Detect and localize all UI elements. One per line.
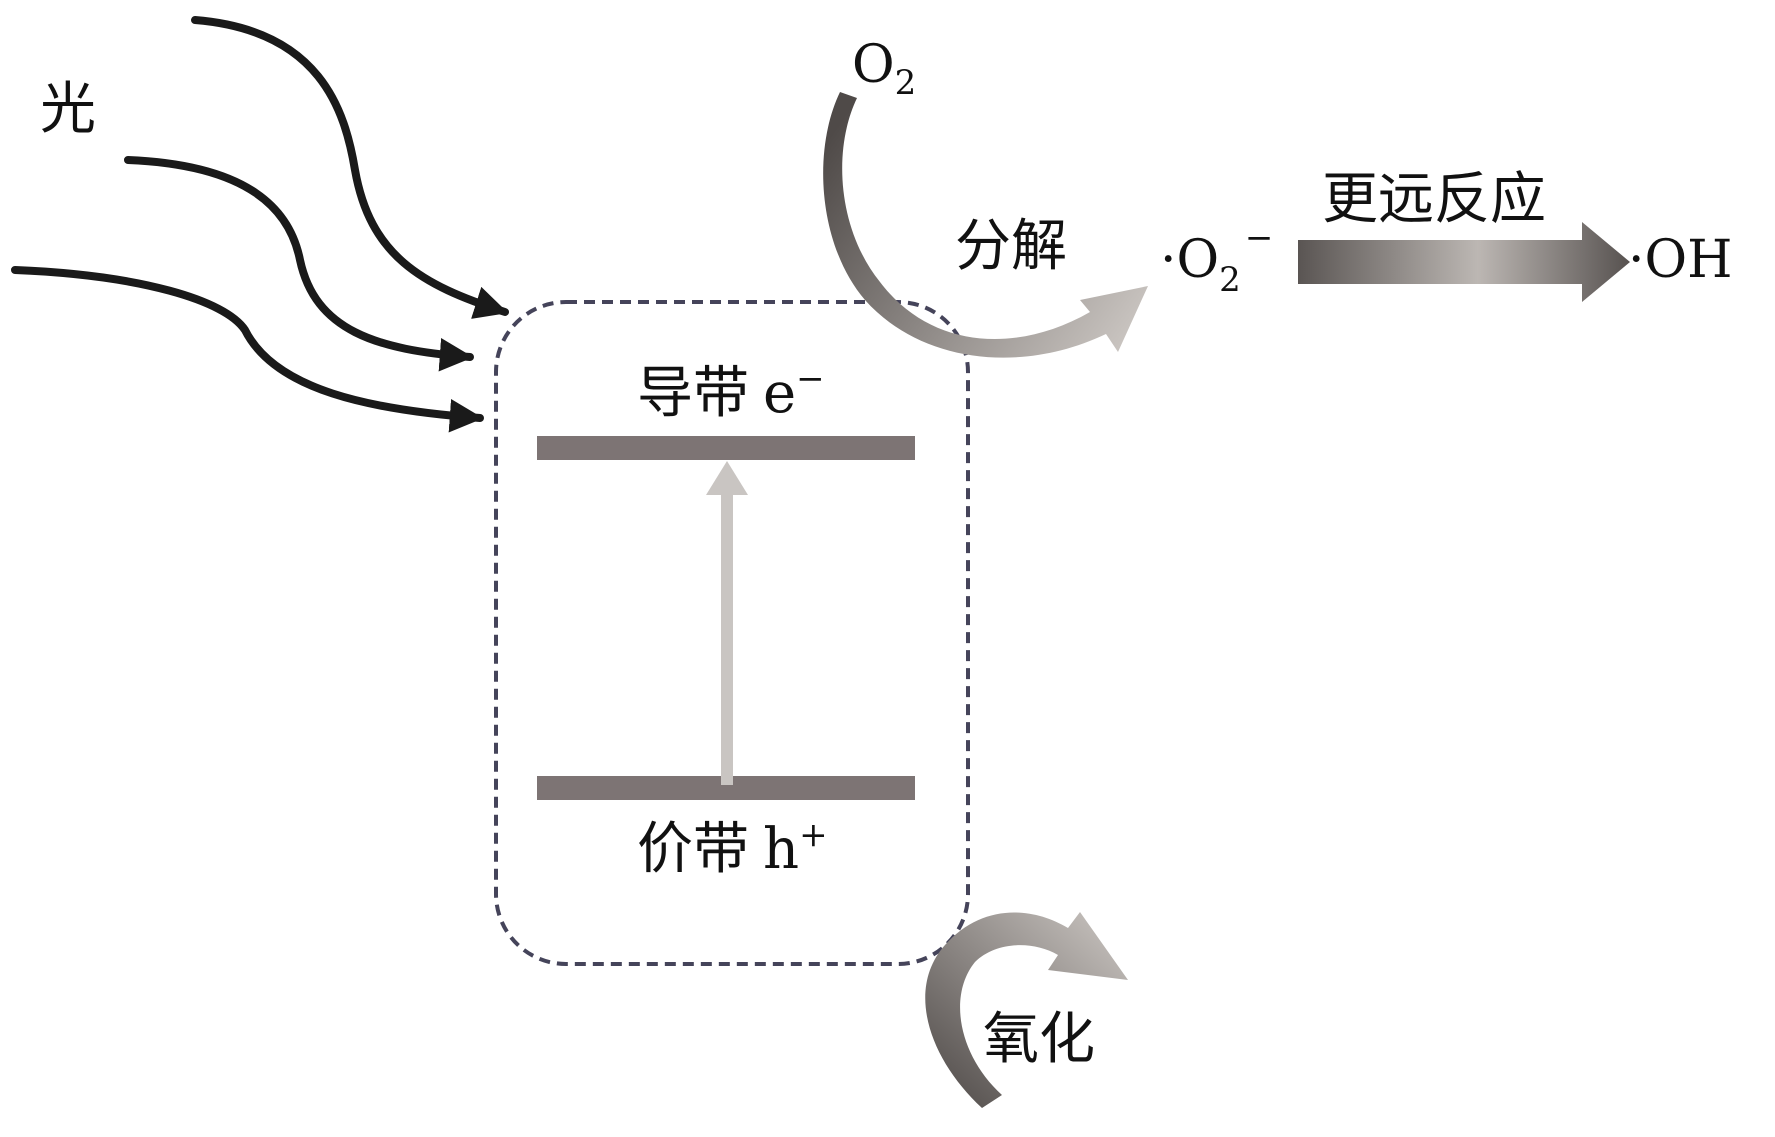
further-reaction-label: 更远反应 [1322,167,1546,232]
catalyst-particle-outline [494,300,970,966]
further-reaction-arrow [1298,222,1630,302]
light-ray-3 [11,266,484,433]
oxidation-label: 氧化 [983,1007,1095,1072]
decomposition-arrow [823,92,1148,358]
light-label: 光 [40,77,96,142]
hydroxyl-radical: ·OH [1628,230,1733,290]
light-ray-1 [191,16,509,319]
oxidation-arrow [925,912,1128,1108]
excitation-arrow [706,461,748,785]
light-rays [11,16,509,433]
conduction-band [537,436,915,460]
decompose-label: 分解 [955,214,1067,279]
light-ray-2 [124,156,474,372]
oxygen-molecule: O2 [852,35,916,103]
superoxide-radical: ·O2− [1160,218,1273,300]
